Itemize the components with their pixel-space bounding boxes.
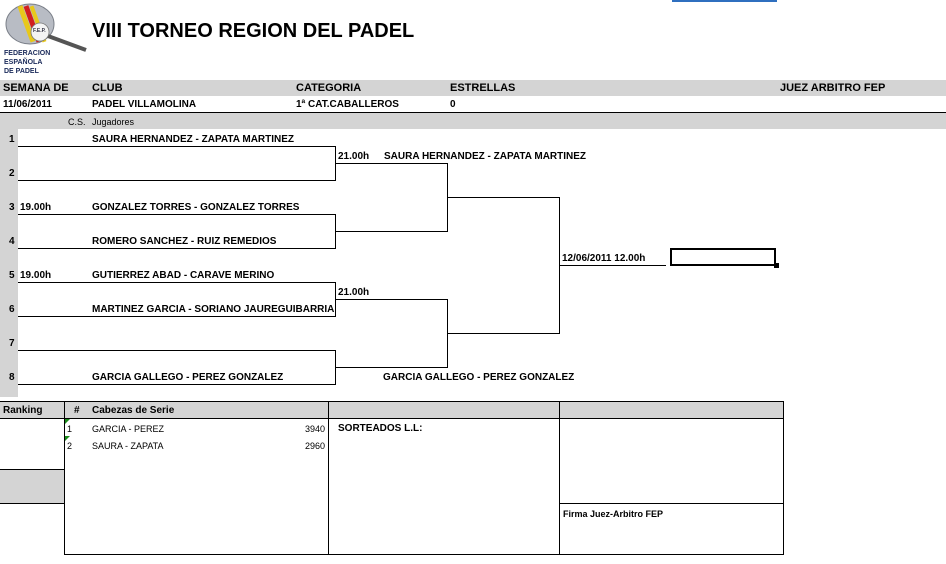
r2-time: 21.00h — [338, 151, 370, 162]
hash-label: # — [74, 405, 80, 416]
cs-label: C.S. — [68, 117, 86, 127]
ball-text: F.E.P. — [33, 28, 46, 34]
sorteados-label: SORTEADOS L.L: — [338, 423, 423, 434]
draw-pair: SAURA HERNANDEZ - ZAPATA MARTINEZ — [92, 134, 295, 145]
draw-pair: GUTIERREZ ABAD - CARAVE MERINO — [92, 270, 275, 281]
estrellas-label: ESTRELLAS — [450, 82, 516, 94]
categoria-label: CATEGORIA — [296, 82, 362, 94]
estrellas-value: 0 — [450, 99, 456, 110]
seed-number: 2 — [67, 441, 73, 451]
draw-number-column — [0, 129, 18, 397]
match-time: 19.00h — [20, 270, 52, 281]
draw-number: 4 — [9, 236, 15, 247]
categoria-value: 1ª CAT.CABALLEROS — [296, 99, 399, 110]
firma-label: Firma Juez-Arbitro FEP — [563, 509, 664, 519]
fep-logo: F.E.P. FEDERACION ESPAÑOLA DE PADEL — [2, 2, 90, 78]
bottom-header-row — [0, 402, 783, 418]
logo-line1: FEDERACION — [4, 50, 51, 57]
logo-line3: DE PADEL — [4, 68, 39, 75]
header-underline — [0, 112, 946, 113]
draw-number: 8 — [9, 372, 15, 383]
club-label: CLUB — [92, 82, 123, 94]
semana-value: 11/06/2011 — [3, 99, 52, 110]
r2-time: 21.00h — [338, 287, 370, 298]
window-edge-highlight — [672, 0, 777, 2]
logo-line2: ESPAÑOLA — [4, 59, 43, 66]
subheader-row — [0, 113, 946, 129]
r2-pair: GARCIA GALLEGO - PEREZ GONZALEZ — [383, 372, 575, 383]
header-label-row — [0, 80, 946, 96]
ranking-cell-shaded — [0, 470, 64, 503]
draw-number: 6 — [9, 304, 15, 315]
semana-label: SEMANA DE — [3, 82, 69, 94]
jugadores-label: Jugadores — [92, 117, 135, 127]
draw-pair: ROMERO SANCHEZ - RUIZ REMEDIOS — [92, 236, 277, 247]
winner-cell[interactable] — [670, 248, 776, 266]
match-time: 19.00h — [20, 202, 52, 213]
final-time: 12/06/2011 12.00h — [562, 253, 646, 264]
draw-pair: MARTINEZ GARCIA - SORIANO JAUREGUIBARRIA — [92, 304, 335, 315]
seed-name: GARCIA - PEREZ — [92, 424, 165, 434]
draw-number: 7 — [9, 338, 15, 349]
padel-racket-icon — [5, 3, 87, 52]
draw-number: 2 — [9, 168, 15, 179]
final-line — [560, 265, 666, 266]
draw-pair: GONZALEZ TORRES - GONZALEZ TORRES — [92, 202, 300, 213]
club-value: PADEL VILLAMOLINA — [92, 99, 197, 110]
draw-number: 1 — [9, 134, 15, 145]
r2-pair: SAURA HERNANDEZ - ZAPATA MARTINEZ — [384, 151, 587, 162]
seed-points: 2960 — [305, 441, 326, 451]
seed-points: 3940 — [305, 424, 326, 434]
draw-number: 5 — [9, 270, 15, 281]
juez-label: JUEZ ARBITRO FEP — [780, 82, 886, 94]
draw-pair: GARCIA GALLEGO - PEREZ GONZALEZ — [92, 372, 284, 383]
draw-number: 3 — [9, 202, 15, 213]
seed-name: SAURA - ZAPATA — [92, 441, 164, 451]
cell-fill-handle[interactable] — [774, 263, 779, 268]
bottom-top-border — [0, 401, 784, 402]
seeds-label: Cabezas de Serie — [92, 405, 175, 416]
ranking-label: Ranking — [3, 405, 43, 416]
page-title: VIII TORNEO REGION DEL PADEL — [92, 20, 415, 42]
seed-number: 1 — [67, 424, 73, 434]
